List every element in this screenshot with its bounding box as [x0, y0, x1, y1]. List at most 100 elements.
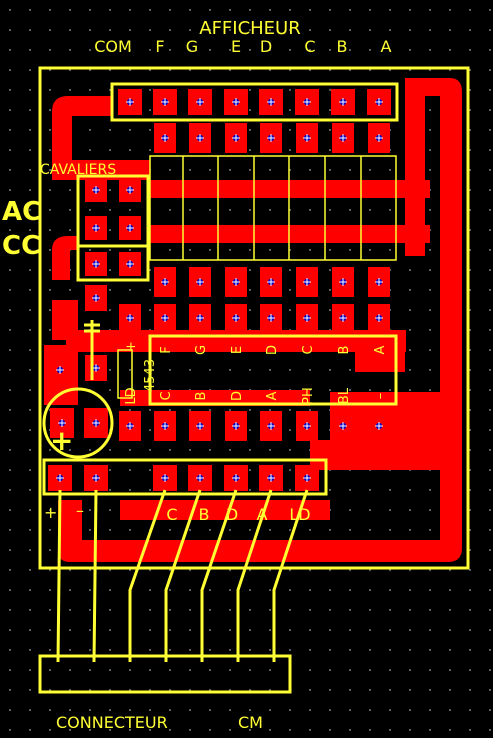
supply-label-plus: + — [44, 503, 57, 522]
chip-top-labels-7: A — [373, 345, 388, 354]
chip-top-pad-2 — [154, 304, 176, 332]
header-pad-1 — [48, 465, 72, 491]
chip-side-pin-label: + — [124, 341, 139, 352]
display-pad-8 — [367, 89, 391, 115]
header-pad-6 — [259, 465, 283, 491]
header-labels-1: C — [166, 505, 177, 524]
display-pad-4 — [224, 89, 248, 115]
resistor-top-pad-7 — [368, 123, 390, 153]
display-pin-labels-7: B — [337, 37, 348, 56]
resistor-top-pad-1 — [154, 123, 176, 153]
chip-bottom-labels-2: C — [159, 391, 174, 400]
chip-bottom-pad-8 — [368, 411, 390, 441]
chip-bottom-pad-7 — [332, 411, 354, 441]
chip-top-labels-6: B — [337, 346, 352, 355]
header-pad-3 — [153, 465, 177, 491]
board-outline — [38, 66, 470, 570]
bottom-header-outline — [42, 458, 328, 496]
display-pin-labels-1: COM — [94, 37, 132, 56]
header-labels-3: D — [226, 505, 238, 524]
resistor-top-pad-6 — [332, 123, 354, 153]
chip-bottom-pad-2 — [154, 411, 176, 441]
jumper-block-outline — [76, 174, 150, 282]
resistor-bottom-pad-4 — [260, 267, 282, 297]
chip-bottom-labels-5: A — [265, 391, 280, 400]
chip-bottom-pad-6 — [296, 411, 318, 441]
resistor-bottom-pad-2 — [189, 267, 211, 297]
chip-top-pad-3 — [189, 304, 211, 332]
chip-top-labels-4: D — [265, 345, 280, 355]
chip-bottom-labels-4: D — [230, 391, 245, 401]
display-pin-labels-6: C — [304, 37, 315, 56]
display-pad-5 — [259, 89, 283, 115]
resistor-top-pad-3 — [225, 123, 247, 153]
chip-name: 4543 — [143, 359, 158, 392]
connector-title: CONNECTEUR — [56, 713, 168, 732]
connector-wires — [56, 489, 309, 663]
resistor-bottom-pad-1 — [154, 267, 176, 297]
chip-bottom-labels-7: BL — [337, 387, 352, 404]
display-pad-1 — [118, 89, 142, 115]
display-pin-labels-2: F — [155, 37, 164, 56]
jumper-pad-3 — [85, 216, 107, 240]
resistor-bottom-pad-5 — [296, 267, 318, 297]
jumper-pad-6 — [119, 252, 141, 276]
resistor-top-pad-2 — [189, 123, 211, 153]
chip-top-labels-5: C — [301, 345, 316, 354]
connector-sub-label: CM — [238, 713, 263, 732]
resistor-bottom-pad-7 — [368, 267, 390, 297]
chip-top-labels-2: G — [194, 345, 209, 355]
chip-bottom-pad-5 — [260, 411, 282, 441]
capacitor-polarity: + — [50, 424, 73, 457]
capacitor-pad-minus — [84, 408, 108, 438]
chip-bottom-pad-4 — [225, 411, 247, 441]
capacitor-outline — [42, 387, 114, 459]
display-pin-labels-8: A — [381, 37, 392, 56]
header-labels-4: A — [257, 505, 268, 524]
jumper-pad-5 — [85, 252, 107, 276]
chip-bottom-labels-3: B — [194, 392, 209, 401]
diode-pad-bottom — [85, 355, 107, 381]
resistor-top-pad-4 — [260, 123, 282, 153]
header-pad-7 — [295, 465, 319, 491]
chip-bottom-pad-3 — [189, 411, 211, 441]
header-pad-2 — [84, 465, 108, 491]
chip-bottom-labels-8: – — [373, 393, 388, 400]
supply-pad-top — [49, 357, 71, 383]
header-pad-4 — [188, 465, 212, 491]
display-header-outline — [110, 82, 399, 122]
display-pad-2 — [153, 89, 177, 115]
mode-label-ac: AC — [2, 197, 41, 227]
capacitor-pad-plus — [50, 408, 74, 438]
chip-top-pad-5 — [260, 304, 282, 332]
chip-bottom-pad-1 — [119, 411, 141, 441]
resistor-bottom-pad-3 — [225, 267, 247, 297]
resistor-top-pad-5 — [296, 123, 318, 153]
silkscreen-layer — [38, 66, 470, 694]
chip-bottom-labels-1: LD — [124, 387, 139, 404]
display-pin-labels-3: G — [186, 37, 198, 56]
chip-top-pad-4 — [225, 304, 247, 332]
copper-layer — [44, 78, 462, 562]
supply-label-minus: – — [76, 501, 84, 520]
chip-top-labels-3: E — [230, 346, 245, 354]
jumper-pad-2 — [119, 178, 141, 202]
chip-top-pad-7 — [332, 304, 354, 332]
display-pin-labels-4: E — [231, 37, 241, 56]
diode-pad-top — [85, 285, 107, 311]
jumper-pad-1 — [85, 178, 107, 202]
chip-bottom-labels: LD C B D A PH BL – — [124, 387, 388, 405]
chip-top-pad-8 — [368, 304, 390, 332]
mode-label-cc: CC — [2, 231, 40, 261]
pads — [48, 89, 391, 491]
jumpers-title: CAVALIERS — [40, 162, 116, 178]
header-labels-5: LD — [289, 505, 310, 524]
chip-bottom-labels-6: PH — [301, 387, 316, 405]
display-pad-3 — [188, 89, 212, 115]
chip-top-labels-1: F — [159, 346, 174, 353]
chip-top-pad-6 — [296, 304, 318, 332]
